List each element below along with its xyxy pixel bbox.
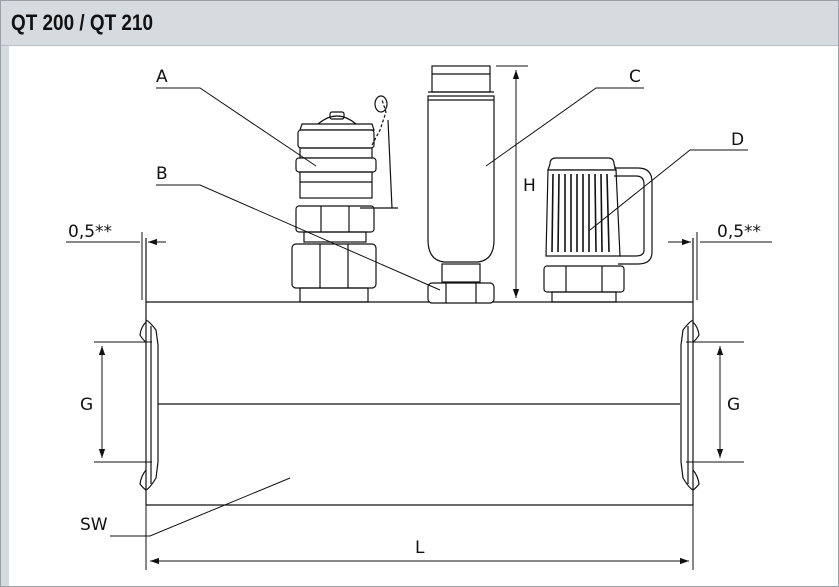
label-l: L <box>415 538 425 558</box>
label-sw: SW <box>80 515 108 535</box>
label-h: H <box>523 176 536 196</box>
component-b-nut <box>427 282 495 304</box>
leader-lines <box>110 87 748 537</box>
left-accent-bar <box>1 46 9 586</box>
label-b: B <box>156 164 168 184</box>
label-gap-right: 0,5** <box>717 222 761 242</box>
dimension-lines <box>66 65 772 570</box>
label-c: C <box>629 67 641 87</box>
label-g-left: G <box>80 395 93 415</box>
right-end-fitting <box>680 319 700 491</box>
label-g-right: G <box>727 395 740 415</box>
component-d-knurled-cap <box>543 157 653 303</box>
label-gap-left: 0,5** <box>68 222 112 242</box>
header-bar: QT 200 / QT 210 <box>1 1 838 46</box>
left-end-fitting <box>139 319 159 491</box>
label-d: D <box>731 130 744 150</box>
label-a: A <box>156 67 168 87</box>
page-title: QT 200 / QT 210 <box>11 10 153 35</box>
component-a-coupling <box>291 95 398 303</box>
component-c-sensor <box>427 65 495 283</box>
